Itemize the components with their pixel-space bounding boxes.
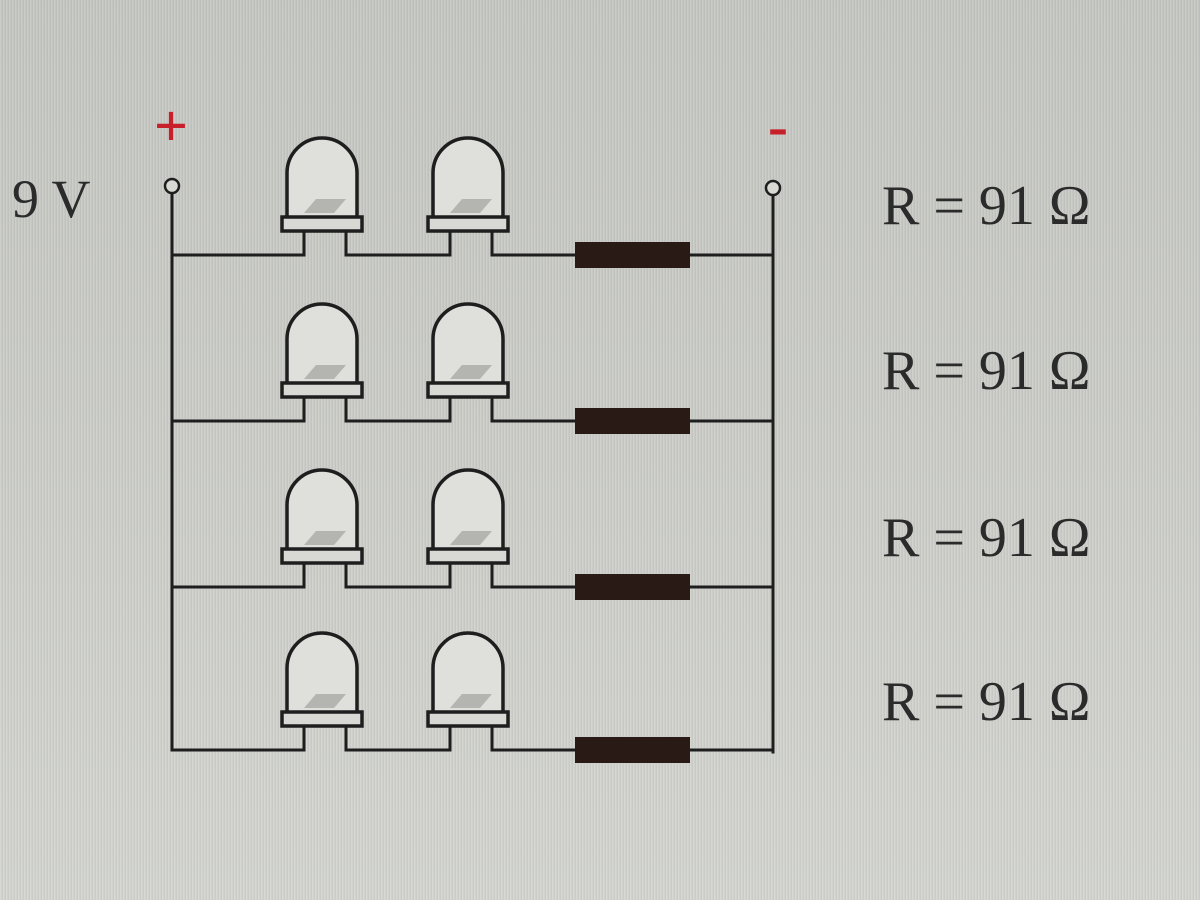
branch-4: R = 91 Ω	[170, 631, 1091, 763]
resistor-label: R = 91 Ω	[882, 671, 1091, 733]
led-base	[280, 381, 364, 399]
resistor	[575, 574, 690, 600]
resistor	[575, 737, 690, 763]
negative-terminal	[764, 179, 782, 197]
led-dome	[431, 631, 505, 716]
led-base	[426, 547, 510, 565]
led-dome	[431, 136, 505, 221]
led-chip	[450, 199, 492, 213]
branch-wire	[170, 559, 775, 589]
branch-1: R = 91 Ω	[170, 136, 1091, 268]
resistor	[575, 242, 690, 268]
led-dome	[431, 468, 505, 553]
led-base	[280, 710, 364, 728]
led-chip	[450, 694, 492, 708]
led-2-1	[280, 302, 364, 399]
led-base	[426, 710, 510, 728]
led-dome	[285, 468, 359, 553]
led-1-1	[280, 136, 364, 233]
positive-terminal-symbol: +	[154, 93, 188, 159]
led-chip	[304, 694, 346, 708]
led-base	[426, 215, 510, 233]
led-base	[426, 381, 510, 399]
led-chip	[304, 365, 346, 379]
branch-group: R = 91 Ω R = 91 Ω R = 91 Ω R = 91 Ω	[170, 136, 1091, 763]
branch-wire	[170, 227, 775, 257]
resistor-label: R = 91 Ω	[882, 340, 1091, 402]
led-1-2	[426, 136, 510, 233]
led-dome	[285, 631, 359, 716]
led-base	[280, 547, 364, 565]
branch-wire	[170, 393, 775, 423]
positive-terminal	[163, 177, 181, 195]
negative-terminal-symbol: -	[768, 93, 788, 159]
led-chip	[450, 531, 492, 545]
led-2-2	[426, 302, 510, 399]
led-4-2	[426, 631, 510, 728]
branch-2: R = 91 Ω	[170, 302, 1091, 434]
led-chip	[304, 199, 346, 213]
led-chip	[304, 531, 346, 545]
resistor	[575, 408, 690, 434]
led-dome	[431, 302, 505, 387]
resistor-label: R = 91 Ω	[882, 507, 1091, 569]
led-base	[280, 215, 364, 233]
resistor-label: R = 91 Ω	[882, 175, 1091, 237]
branch-wire	[170, 722, 775, 752]
branch-3: R = 91 Ω	[170, 468, 1091, 600]
led-3-2	[426, 468, 510, 565]
led-dome	[285, 136, 359, 221]
led-4-1	[280, 631, 364, 728]
led-3-1	[280, 468, 364, 565]
led-dome	[285, 302, 359, 387]
voltage-label: 9 V	[12, 169, 91, 229]
led-chip	[450, 365, 492, 379]
